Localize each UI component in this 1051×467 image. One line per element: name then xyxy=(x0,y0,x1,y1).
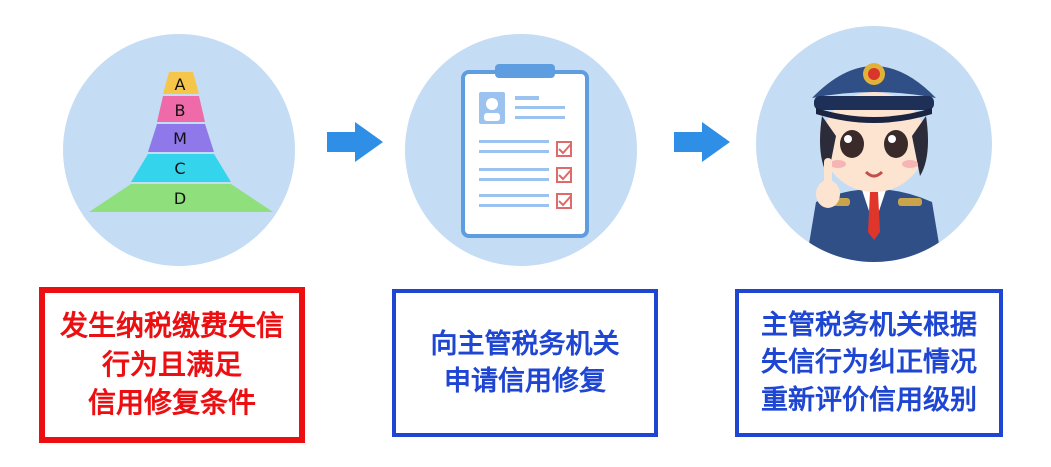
step3-line-2: 失信行为纠正情况 xyxy=(761,347,977,379)
step1-line-1: 发生纳税缴费失信 xyxy=(59,309,284,343)
pyramid-level-a: A xyxy=(175,75,186,94)
step3-circle xyxy=(756,26,992,262)
pyramid-level-d: D xyxy=(174,189,186,208)
step3-line-3: 重新评价信用级别 xyxy=(761,384,977,416)
step1-line-3: 信用修复条件 xyxy=(87,386,256,420)
pyramid-level-c: C xyxy=(174,159,185,178)
step2-line-1: 向主管税务机关 xyxy=(430,328,620,360)
application-form-icon xyxy=(461,64,589,238)
step3-description-box: 主管税务机关根据 失信行为纠正情况 重新评价信用级别 xyxy=(735,289,1003,437)
step1-line-2: 行为且满足 xyxy=(101,347,242,381)
right-arrow-icon xyxy=(327,122,383,162)
right-arrow-icon xyxy=(674,122,730,162)
step2-description-box: 向主管税务机关 申请信用修复 xyxy=(392,289,658,437)
step2-line-2: 申请信用修复 xyxy=(444,366,606,397)
pyramid-level-b: B xyxy=(175,101,186,120)
step1-description-box: 发生纳税缴费失信 行为且满足 信用修复条件 xyxy=(39,287,305,443)
tax-officer-avatar xyxy=(806,63,942,262)
credit-pyramid-icon: A B M C D xyxy=(89,72,273,212)
step3-line-1: 主管税务机关根据 xyxy=(761,310,977,342)
step2-circle xyxy=(405,34,637,266)
step1-circle: A B M C D xyxy=(63,34,295,266)
pyramid-level-m: M xyxy=(173,129,187,148)
